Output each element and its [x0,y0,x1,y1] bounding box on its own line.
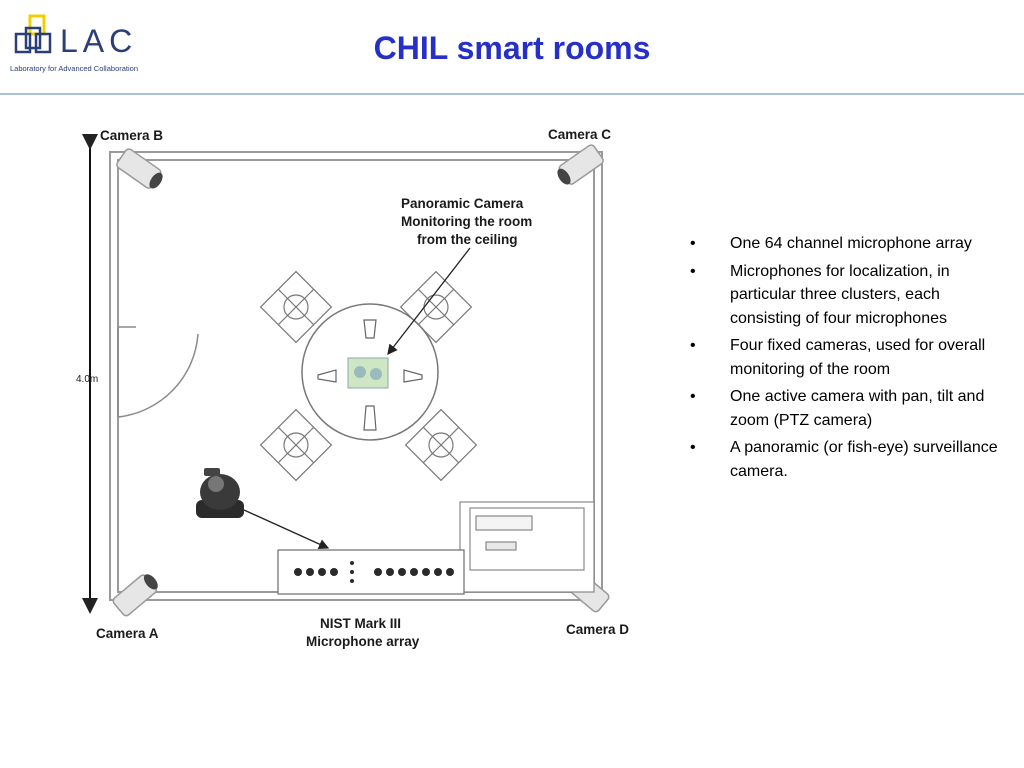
bullet-marker: • [690,262,696,280]
chair-top-right [399,270,473,344]
bullet-text: Four fixed cameras, used for overall mon… [730,337,986,378]
door [117,326,199,418]
bullet-text: Microphones for localization, in particu… [730,262,950,327]
camera-a-icon [112,574,158,617]
bullet-marker: • [690,388,696,405]
list-item: • Microphones for localization, in partic… [690,260,1000,331]
chair-bottom-right [404,408,478,482]
panoramic-pointer-arrow [387,247,471,356]
ptz-camera-icon [196,468,244,518]
svg-text:Microphone array: Microphone array [306,634,420,649]
camera-c-icon [557,144,604,185]
bullet-text: One active camera with pan, tilt and zoo… [730,388,985,429]
bullet-text: One 64 channel microphone array [730,235,972,252]
chair-bottom-left [259,408,333,482]
bullet-marker: • [690,337,696,354]
camera-a-label: Camera A [96,626,159,641]
camera-d-label: Camera D [566,622,629,637]
camera-c-label: Camera C [548,127,611,142]
list-item: • Four fixed cameras, used for overall mo… [690,334,1000,381]
microphone-array [277,549,465,595]
computer-desk [459,501,595,593]
camera-b-label: Camera B [100,128,163,143]
svg-text:Monitoring the room: Monitoring the room [401,214,532,229]
room-diagram: 4.0m Camera B Camera C Camera A Camera D [76,127,629,649]
microphone-array-label: NIST Mark III Microphone array [306,616,420,649]
bullet-list: • One 64 channel microphone array • Microp… [690,232,1000,487]
slide-title: CHIL smart rooms [373,30,651,66]
logo-mark [14,14,52,54]
bullet-marker: • [690,235,696,252]
bullet-marker: • [690,439,696,456]
camera-b-icon [116,148,163,189]
list-item: • One 64 channel microphone array [690,232,1000,256]
lac-logo: LAC [14,14,137,59]
table [301,303,439,441]
header-divider [0,93,1024,95]
dimension-label: 4.0m [76,374,98,385]
logo-subtitle: Laboratory for Advanced Collaboration [10,64,138,73]
logo-wordmark: LAC [60,23,137,59]
list-item: • One active camera with pan, tilt and zo… [690,385,1000,432]
svg-text:NIST Mark III: NIST Mark III [320,616,401,631]
bullet-text: A panoramic (or fish-eye) surveillance c… [730,439,998,480]
panoramic-camera-label: Panoramic Camera Monitoring the room fro… [401,196,532,247]
svg-text:Panoramic Camera: Panoramic Camera [401,196,524,211]
list-item: • A panoramic (or fish-eye) surveillance … [690,436,1000,483]
ptz-pointer-arrow [243,509,330,549]
chair-top-left [259,270,333,344]
svg-text:from the ceiling: from the ceiling [417,232,518,247]
